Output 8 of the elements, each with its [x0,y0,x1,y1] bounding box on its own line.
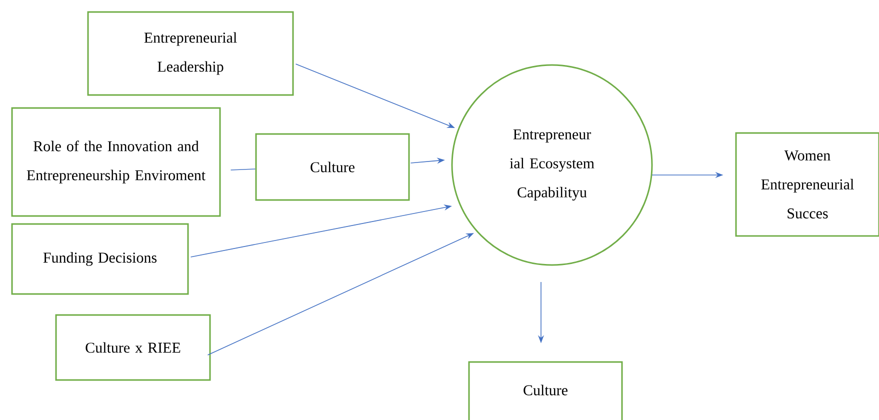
text-box: Funding Decisions [11,223,189,295]
text-box: Women Entrepreneurial Succes [735,132,879,237]
text-box: Role of the Innovation and Entrepreneurship Enviroment [11,107,221,217]
text-box: Culture x RIEE [55,314,211,381]
circle-node: Entrepreneur ial Ecosystem Capabilityu [451,64,653,266]
text-box: Entrepreneurial Leadership [87,11,294,96]
text-box: Culture [255,133,410,201]
text-box: Culture [468,361,623,420]
